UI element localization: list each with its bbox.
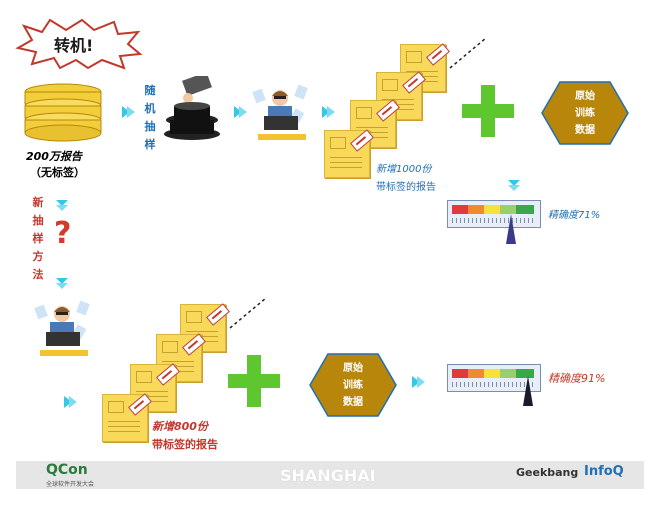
database-caption-2: （无标签）	[30, 166, 85, 179]
infoq-logo: InfoQ	[584, 464, 624, 479]
arrow-right-icon	[122, 106, 135, 118]
training-data-hexagon: 原始 训练 数据	[540, 80, 630, 146]
new-sampling-label: 新 抽 样 方 法	[31, 194, 45, 284]
worker-laptop-icon	[252, 84, 308, 140]
burst-shape-icon	[15, 18, 143, 70]
continuation-dots-icon	[229, 297, 267, 329]
random-sampling-label: 随 机 抽 样	[143, 82, 157, 154]
arrow-right-icon	[234, 106, 247, 118]
accuracy-label-1: 精确度71%	[548, 210, 601, 221]
random-sampling-char: 抽	[144, 120, 156, 133]
random-sampling-char: 样	[144, 138, 156, 151]
training-data-line: 原始	[575, 91, 595, 102]
arrow-down-icon	[508, 180, 520, 191]
training-data-line: 训练	[343, 380, 363, 391]
gauge-needle-1	[506, 214, 516, 244]
title-burst-text: 转机!	[54, 36, 94, 55]
random-sampling-char: 机	[144, 102, 156, 115]
row2-added-line2: 带标签的报告	[152, 438, 218, 451]
row1-added-line2: 带标签的报告	[376, 182, 436, 193]
qcon-subtitle: 全球软件开发大会	[46, 481, 95, 488]
geekbang-logo: Geekbang	[516, 466, 579, 479]
label-tag-icon	[426, 43, 450, 66]
database-caption-1: 200万报告	[26, 150, 82, 163]
question-mark-icon: ?	[54, 216, 72, 251]
training-data-line: 训练	[575, 108, 595, 119]
footer-city: SHANGHAI	[280, 466, 376, 485]
title-burst: 转机!	[14, 18, 144, 70]
arrow-down-icon	[56, 200, 68, 211]
new-sampling-char: 新	[32, 196, 44, 209]
arrow-right-icon	[64, 396, 77, 408]
training-data-line: 数据	[575, 125, 595, 136]
continuation-dots-icon	[449, 37, 487, 69]
label-tag-icon	[182, 333, 206, 356]
new-sampling-char: 样	[32, 232, 44, 245]
accuracy-gauge-2	[447, 364, 541, 392]
arrow-right-icon	[322, 106, 335, 118]
accuracy-label-2: 精确度91%	[548, 372, 606, 385]
random-sampling-char: 随	[144, 84, 156, 97]
new-sampling-char: 方	[32, 250, 44, 263]
worker-laptop-icon	[34, 300, 90, 356]
hexagon-shape-icon	[309, 353, 397, 417]
training-data-text: 原始 训练 数据	[540, 88, 630, 139]
row1-added-line1: 新增1000份	[376, 164, 432, 175]
training-data-hexagon: 原始 训练 数据	[308, 352, 398, 418]
document-icon	[324, 129, 374, 178]
row2-added-line1: 新增800份	[152, 420, 208, 433]
accuracy-gauge-1	[447, 200, 541, 228]
training-data-text: 原始 训练 数据	[308, 360, 398, 411]
magic-hat-icon	[164, 76, 220, 140]
label-tag-icon	[350, 129, 374, 152]
label-tag-icon	[156, 363, 180, 386]
label-tag-icon	[128, 393, 152, 416]
label-tag-icon	[206, 303, 230, 326]
document-icon	[102, 393, 152, 442]
new-sampling-char: 法	[32, 268, 44, 281]
new-sampling-char: 抽	[32, 214, 44, 227]
qcon-logo: QCon	[46, 462, 88, 478]
arrow-down-icon	[56, 278, 68, 289]
hexagon-shape-icon	[541, 81, 629, 145]
gauge-needle-2	[523, 376, 533, 406]
training-data-line: 原始	[343, 363, 363, 374]
database-icon	[24, 83, 102, 142]
training-data-line: 数据	[343, 397, 363, 408]
footer-bar: QCon 全球软件开发大会 SHANGHAI Geekbang InfoQ	[16, 461, 644, 489]
arrow-right-icon	[412, 376, 425, 388]
